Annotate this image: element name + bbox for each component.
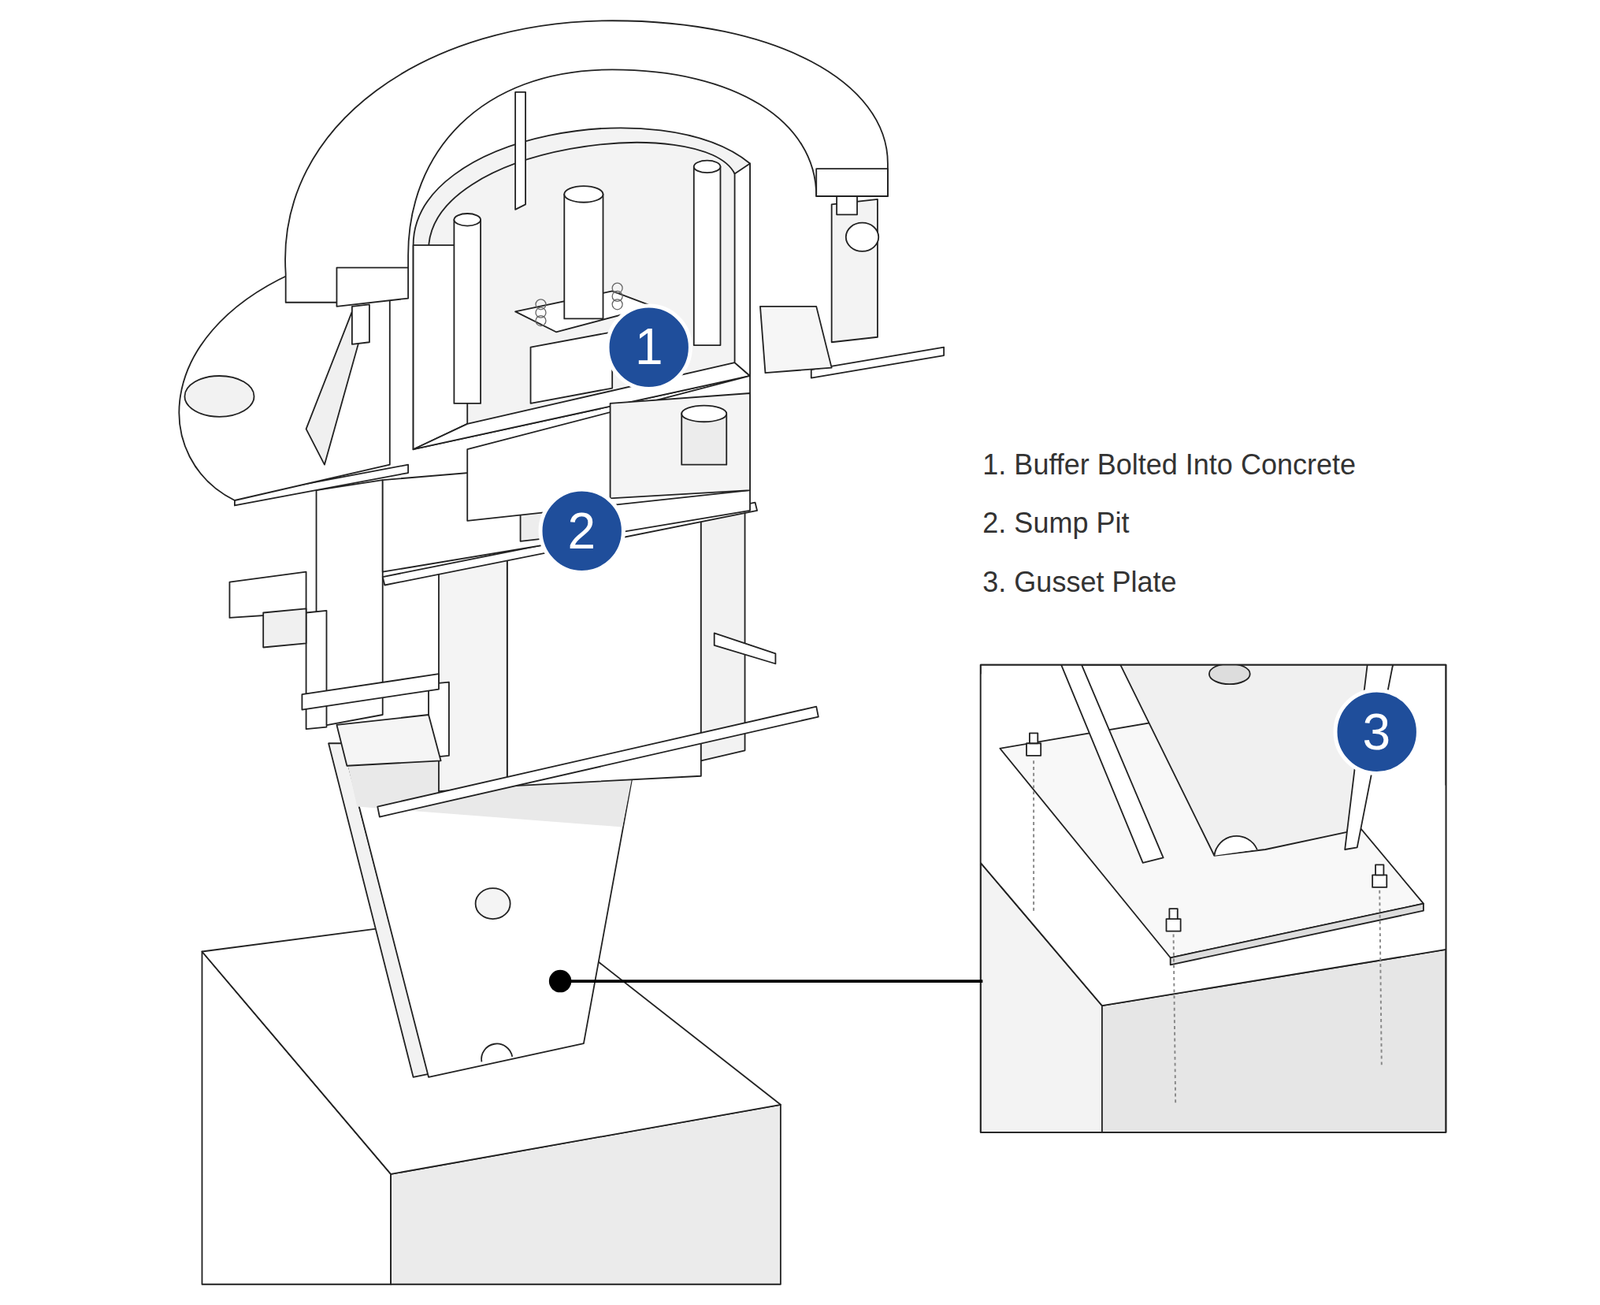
detail-inset [1169, 908, 1177, 919]
detail-inset [1173, 933, 1177, 1103]
detail-inset [1375, 864, 1384, 875]
sump-pit [535, 282, 623, 326]
detail-inset [980, 664, 1447, 1133]
steel-frame [714, 632, 776, 664]
flange [760, 306, 832, 373]
detail-inset [1372, 874, 1387, 888]
sump-pit [453, 213, 481, 227]
flange [811, 347, 944, 379]
steel-frame [306, 610, 327, 729]
callout-number: 2 [567, 505, 597, 557]
list-item: 3. Gusset Plate [982, 564, 1177, 599]
callout-circle-fill [607, 305, 691, 389]
gusset-plate [481, 1043, 513, 1062]
callout-circle-fill [1335, 690, 1419, 773]
concrete-ring [336, 267, 409, 307]
callout-circle: 2 [538, 486, 626, 575]
list-item: 2. Sump Pit [982, 505, 1129, 540]
sump-pit [530, 331, 613, 404]
sump-pit [612, 299, 623, 310]
flange [184, 375, 254, 417]
steel-frame [263, 608, 306, 647]
detail-inset [980, 664, 1447, 1133]
gusset-plate [475, 887, 511, 919]
sump-pit [694, 160, 721, 174]
callout-circle-fill [540, 489, 624, 572]
detail-inset [1061, 664, 1164, 863]
detail-inset [980, 664, 1447, 1133]
sump-pit [413, 92, 750, 521]
callout-number: 3 [1362, 706, 1392, 758]
sump-pit [515, 92, 526, 210]
detail-inset [1170, 903, 1424, 966]
steel-frame [301, 673, 439, 710]
concrete-ring [816, 168, 888, 197]
detail-inset [1029, 732, 1038, 743]
concrete-ring [352, 304, 370, 345]
detail-inset [1026, 732, 1387, 931]
sump-pit [564, 193, 603, 319]
leader-line [549, 969, 572, 992]
concrete-ring [836, 196, 858, 215]
flange [831, 199, 878, 342]
detail-inset [1033, 760, 1382, 1103]
detail-inset [980, 663, 1447, 1133]
sump-pit [453, 219, 481, 404]
detail-inset [1213, 835, 1257, 856]
detail-inset [1379, 890, 1382, 1067]
detail-inset [1026, 742, 1041, 756]
sump-pit [535, 315, 546, 327]
steel-frame [377, 706, 819, 817]
callout-circle: 3 [1332, 687, 1421, 776]
sump-pit [610, 393, 750, 498]
flange [178, 273, 390, 501]
detail-inset [1209, 664, 1251, 685]
gusset-plate [342, 742, 635, 1077]
callout-circle: 1 [605, 303, 693, 391]
flange [846, 222, 879, 252]
illustration [178, 20, 1446, 1285]
leader-line [560, 979, 983, 983]
steel-frame [336, 714, 441, 766]
detail-inset [1032, 760, 1035, 914]
leader-line [549, 969, 983, 992]
sump-pit [564, 185, 603, 203]
list-item: 1. Buffer Bolted Into Concrete [982, 447, 1356, 482]
callout-number: 1 [634, 321, 664, 372]
sump-pit [694, 166, 721, 346]
detail-inset [1166, 918, 1181, 932]
sump-pit [735, 163, 750, 376]
sump-pit [681, 405, 727, 423]
